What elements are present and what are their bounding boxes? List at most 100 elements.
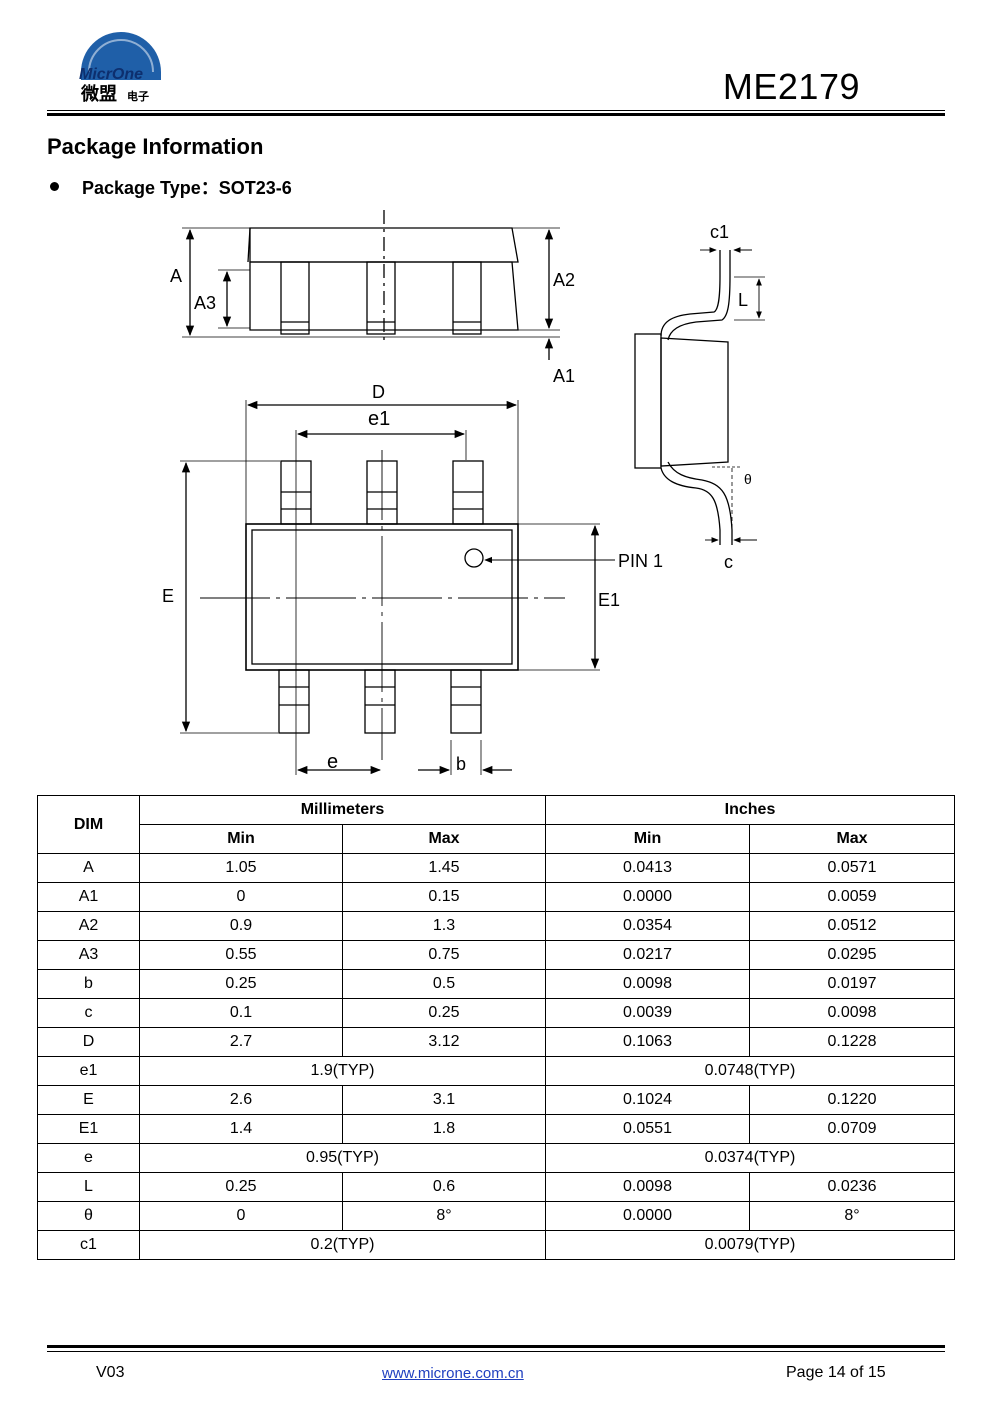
- logo-cn-small: 电子: [127, 89, 149, 103]
- package-drawing: A A3 A2 A1 c1 L θ c D e1 E E1 PIN 1 e b: [162, 210, 765, 775]
- table-cell: 1.05: [139, 853, 343, 883]
- table-cell: 0.0571: [749, 853, 955, 883]
- footer-rule-thick: [47, 1345, 945, 1348]
- table-cell: 0.0512: [749, 911, 955, 941]
- dim-label-e1-top: e1: [368, 408, 390, 430]
- table-cell: 0.25: [342, 998, 546, 1028]
- inch-header: Inches: [545, 795, 955, 825]
- dim-label-a2: A2: [553, 270, 575, 290]
- table-cell: E: [37, 1085, 140, 1115]
- mm-min-header: Min: [139, 824, 343, 854]
- table-cell: 0: [139, 1201, 343, 1231]
- table-cell: 0.0098: [545, 1172, 750, 1202]
- logo-text: MicrOne: [79, 66, 143, 83]
- page-number: Page 14 of 15: [786, 1364, 886, 1381]
- dim-label-d: D: [372, 382, 385, 402]
- table-cell: 3.1: [342, 1085, 546, 1115]
- table-cell: 1.9(TYP): [139, 1056, 546, 1086]
- table-cell: 0.95(TYP): [139, 1143, 546, 1173]
- table-cell: A: [37, 853, 140, 883]
- table-cell: 0.0000: [545, 882, 750, 912]
- table-cell: 0.0413: [545, 853, 750, 883]
- dim-label-a3: A3: [194, 293, 216, 313]
- table-header-row: DIM Millimeters Inches: [37, 795, 955, 854]
- table-cell: 0.0709: [749, 1114, 955, 1144]
- table-cell: 2.7: [139, 1027, 343, 1057]
- table-cell: 0.2(TYP): [139, 1230, 546, 1260]
- table-cell: 0.1: [139, 998, 343, 1028]
- table-subheader-row: Min Max Min Max: [38, 824, 955, 854]
- table-cell: 0.0039: [545, 998, 750, 1028]
- dim-label-theta: θ: [744, 471, 752, 487]
- table-cell: 3.12: [342, 1027, 546, 1057]
- table-cell: 0: [139, 882, 343, 912]
- table-body: DIM Millimeters Inches Min Max Min Max A…: [37, 795, 955, 1260]
- table-cell: 0.0197: [749, 969, 955, 999]
- table-cell: 0.9: [139, 911, 343, 941]
- dimension-table: DIM Millimeters Inches Min Max Min Max A…: [37, 795, 955, 1260]
- table-cell: 1.4: [139, 1114, 343, 1144]
- table-cell: 1.8: [342, 1114, 546, 1144]
- table-cell: 0.1228: [749, 1027, 955, 1057]
- table-cell: 0.0374(TYP): [545, 1143, 955, 1173]
- table-cell: 2.6: [139, 1085, 343, 1115]
- table-cell: 8°: [342, 1201, 546, 1231]
- footer-version: V03: [96, 1364, 125, 1381]
- footer-rule: [47, 1351, 945, 1352]
- dim-label-e1: E1: [598, 590, 620, 610]
- in-min-header: Min: [545, 824, 750, 854]
- document-title: ME2179: [722, 66, 860, 107]
- table-cell: 0.0098: [545, 969, 750, 999]
- table-cell: θ: [37, 1201, 140, 1231]
- table-cell: A1: [37, 882, 140, 912]
- dim-label-c1: c1: [710, 222, 729, 242]
- table-cell: 1.45: [342, 853, 546, 883]
- table-cell: D: [37, 1027, 140, 1057]
- table-cell: 0.5: [342, 969, 546, 999]
- logo-cn: 微盟: [80, 83, 117, 104]
- table-cell: c: [37, 998, 140, 1028]
- table-cell: 0.6: [342, 1172, 546, 1202]
- dim-label-l: L: [738, 290, 748, 310]
- table-cell: 0.0000: [545, 1201, 750, 1231]
- package-type: Package Type：SOT23-6: [82, 178, 292, 198]
- dim-label-e-big: E: [162, 586, 174, 606]
- table-cell: A2: [37, 911, 140, 941]
- table-cell: 0.25: [139, 969, 343, 999]
- table-cell: 0.0098: [749, 998, 955, 1028]
- dim-label-a: A: [170, 266, 182, 286]
- header-rule-thick: [47, 113, 945, 116]
- table-cell: 0.0079(TYP): [545, 1230, 955, 1260]
- dim-label-b: b: [456, 754, 466, 774]
- table-cell: 0.0295: [749, 940, 955, 970]
- mm-max-header: Max: [342, 824, 546, 854]
- pin1-label: PIN 1: [618, 551, 663, 571]
- dim-label-a1: A1: [553, 366, 575, 386]
- table-cell: 1.3: [342, 911, 546, 941]
- table-cell: e1: [37, 1056, 140, 1086]
- company-logo: MicrOne 微盟 电子: [79, 32, 161, 104]
- in-max-header: Max: [749, 824, 955, 854]
- table-cell: 0.15: [342, 882, 546, 912]
- table-cell: c1: [37, 1230, 140, 1260]
- table-cell: 0.1024: [545, 1085, 750, 1115]
- table-cell: 0.55: [139, 940, 343, 970]
- header-rule: [47, 110, 945, 111]
- table-cell: 0.0748(TYP): [545, 1056, 955, 1086]
- table-cell: 0.0236: [749, 1172, 955, 1202]
- table-cell: 0.0354: [545, 911, 750, 941]
- website-link[interactable]: www.microne.com.cn: [382, 1365, 524, 1382]
- dim-header: DIM: [37, 795, 140, 854]
- table-cell: 0.0217: [545, 940, 750, 970]
- table-cell: 0.25: [139, 1172, 343, 1202]
- table-cell: E1: [37, 1114, 140, 1144]
